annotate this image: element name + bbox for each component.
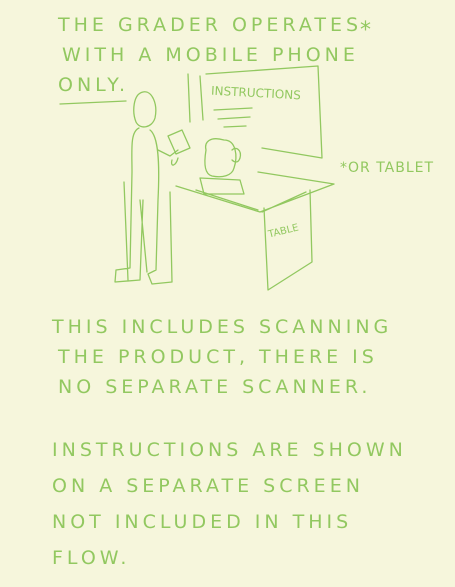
note-instructions-line-3: NOT INCLUDED IN THIS bbox=[52, 511, 353, 533]
screen-text-lines bbox=[213, 107, 253, 128]
table-line bbox=[195, 189, 259, 211]
note-instructions-line-4: FLOW. bbox=[52, 547, 131, 569]
note-instructions: INSTRUCTIONS ARE SHOWN ON A SEPARATE SCR… bbox=[52, 432, 407, 576]
note-instructions-line-2: ON A SEPARATE SCREEN bbox=[52, 475, 364, 497]
only-underline bbox=[59, 100, 127, 105]
intro-line-1: THE GRADER OPERATES bbox=[58, 14, 363, 36]
intro-text: THE GRADER OPERATES WITH A MOBILE PHONE … bbox=[58, 10, 362, 100]
note-scanning-line-2: THE PRODUCT, THERE IS bbox=[58, 346, 378, 368]
footnote-text: *OR TABLET bbox=[340, 160, 435, 176]
note-scanning-line-3: NO SEPARATE SCANNER. bbox=[58, 376, 372, 398]
intro-line-3: ONLY. bbox=[58, 74, 130, 96]
note-instructions-line-1: INSTRUCTIONS ARE SHOWN bbox=[52, 439, 407, 461]
intro-line-2: WITH A MOBILE PHONE bbox=[62, 44, 359, 66]
product-sketch bbox=[199, 138, 245, 195]
asterisk-mark: * bbox=[360, 18, 374, 43]
person-figure bbox=[114, 91, 179, 285]
instructions-screen bbox=[187, 65, 323, 159]
phone-sketch bbox=[167, 129, 191, 166]
note-scanning: THIS INCLUDES SCANNING THE PRODUCT, THER… bbox=[52, 312, 392, 402]
note-scanning-line-1: THIS INCLUDES SCANNING bbox=[52, 316, 393, 338]
table-sketch bbox=[175, 171, 335, 291]
